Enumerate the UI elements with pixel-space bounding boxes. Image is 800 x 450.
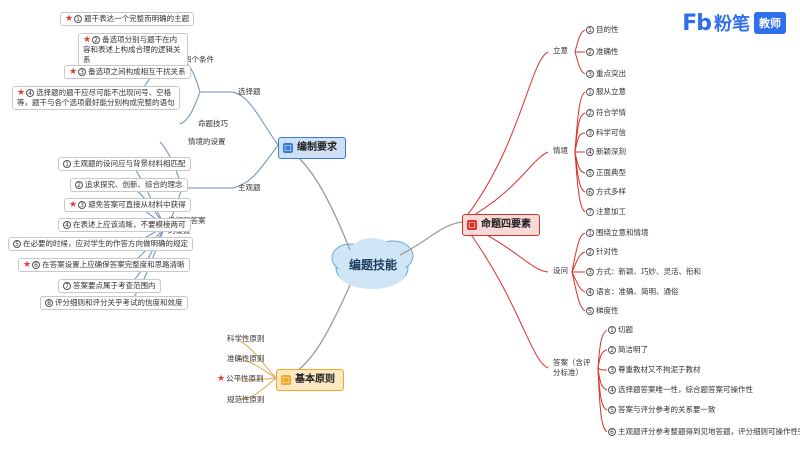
question-node: 设问 [553, 266, 568, 275]
number-badge: 4 [26, 89, 35, 97]
number-badge: 4 [608, 386, 616, 394]
number-badge: 7 [63, 282, 71, 290]
number-badge: 2 [586, 248, 594, 256]
four-conditions-node: 四个条件 [184, 55, 214, 64]
number-badge: 2 [92, 36, 101, 44]
branch-four-elements: □ 命题四要素 [462, 214, 540, 236]
number-badge: 3 [608, 366, 616, 374]
number-badge: 6 [32, 261, 41, 269]
number-badge: 1 [74, 15, 83, 23]
branch-compile-requirements: □ 编制要求 [278, 137, 346, 159]
number-badge: 3 [78, 68, 87, 76]
principle-item: 规范性原则 [227, 395, 265, 404]
number-badge: 4 [586, 148, 594, 156]
subjective-question-node: 主观题 [238, 183, 261, 192]
principle-item: 准确性原则 [227, 354, 265, 363]
scenario-node: 情境的设置 [188, 137, 226, 146]
center-cloud [331, 238, 414, 289]
brand-logo: Fb 粉笔 教师 [682, 10, 786, 36]
number-badge: 6 [608, 428, 616, 436]
number-badge: 5 [586, 169, 594, 177]
number-badge: 8 [45, 299, 53, 307]
number-badge: 3 [586, 70, 594, 78]
number-badge: 6 [586, 188, 594, 196]
brand-mark: Fb [682, 10, 712, 36]
book-icon: □ [467, 220, 477, 230]
number-badge: 4 [586, 288, 594, 296]
star-icon: ★ [65, 14, 74, 24]
star-icon: ★ [69, 67, 78, 77]
brand-badge: 教师 [754, 12, 786, 34]
number-badge: 4 [63, 221, 71, 229]
number-badge: 3 [586, 268, 594, 276]
number-badge: 2 [75, 181, 83, 189]
number-badge: 1 [586, 88, 594, 96]
book-icon: □ [283, 143, 293, 153]
skill-node: 命题技巧 [198, 119, 228, 128]
principle-item: 科学性原则 [227, 334, 265, 343]
number-badge: 5 [586, 307, 594, 315]
branch-basic-principles: □ 基本原则 [276, 369, 344, 391]
number-badge: 1 [608, 326, 616, 334]
star-icon: ★ [17, 88, 26, 98]
star-icon: ★ [217, 374, 226, 384]
number-badge: 2 [586, 48, 594, 56]
number-badge: 2 [608, 346, 616, 354]
brand-name: 粉笔 [714, 14, 750, 35]
number-badge: 1 [63, 160, 71, 168]
star-icon: ★ [83, 35, 92, 45]
number-badge: 2 [586, 109, 594, 117]
star-icon: ★ [69, 200, 78, 210]
context-node: 情境 [553, 146, 568, 155]
principle-item: ★公平性原则 [217, 374, 264, 384]
book-icon: □ [281, 375, 291, 385]
number-badge: 5 [13, 240, 21, 248]
number-badge: 3 [78, 201, 87, 209]
intent-node: 立意 [553, 46, 568, 55]
number-badge: 7 [586, 208, 594, 216]
star-icon: ★ [23, 260, 32, 270]
answer-node: 答案（含评分标准） [553, 358, 591, 377]
number-badge: 1 [586, 26, 594, 34]
number-badge: 1 [586, 229, 594, 237]
choice-question-node: 选择题 [238, 87, 261, 96]
number-badge: 5 [608, 406, 616, 414]
center-topic: 编题技能 [349, 258, 398, 272]
number-badge: 3 [586, 129, 594, 137]
